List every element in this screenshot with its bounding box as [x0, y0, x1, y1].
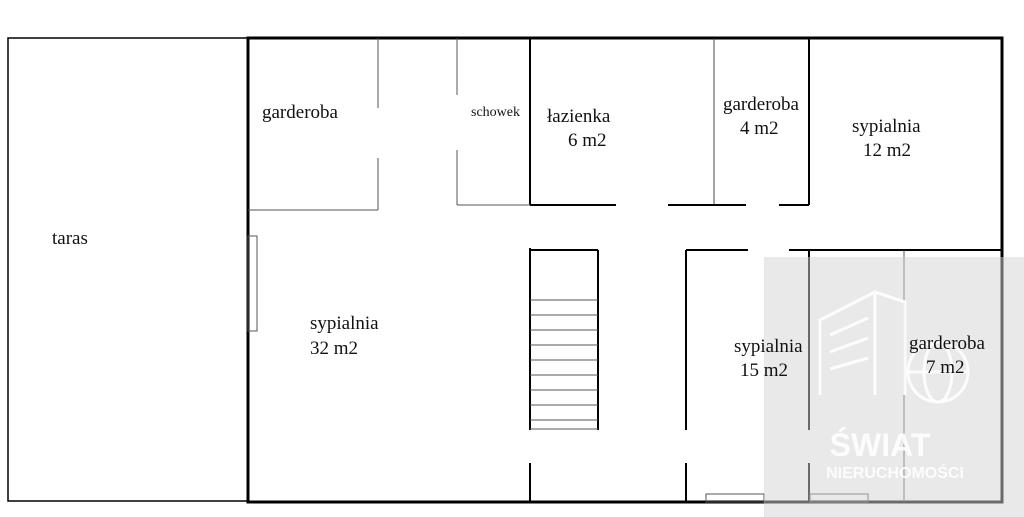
room-label-bedroom-top-right: sypialnia	[852, 116, 921, 137]
room-area-bedroom-large: 32 m2	[310, 338, 358, 359]
room-label-bedroom-mid: sypialnia	[734, 336, 803, 357]
room-labels: taras garderoba schowek łazienka 6 m2 ga…	[52, 94, 986, 381]
watermark-line1: ŚWIAT	[830, 427, 931, 463]
room-area-wardrobe-top-mid: 4 m2	[740, 118, 779, 139]
room-label-terrace: taras	[52, 228, 88, 249]
room-area-bathroom: 6 m2	[568, 130, 607, 151]
watermark-line2: NIERUCHOMOŚCI	[826, 463, 964, 482]
staircase	[529, 248, 599, 430]
building-logo-icon	[818, 290, 970, 404]
room-area-bedroom-mid: 15 m2	[740, 360, 788, 381]
room-area-wardrobe-right: 7 m2	[926, 357, 965, 378]
room-label-wardrobe-top-mid: garderoba	[723, 94, 800, 115]
room-label-storage: schowek	[471, 105, 520, 120]
room-label-bathroom: łazienka	[547, 106, 611, 127]
watermark: ŚWIAT NIERUCHOMOŚCI	[764, 257, 1024, 517]
room-label-wardrobe-top-left: garderoba	[262, 102, 339, 123]
terrace-outline	[7, 37, 249, 502]
room-label-wardrobe-right: garderoba	[909, 333, 986, 354]
room-area-bedroom-top-right: 12 m2	[863, 140, 911, 161]
room-label-bedroom-large: sypialnia	[310, 313, 379, 334]
